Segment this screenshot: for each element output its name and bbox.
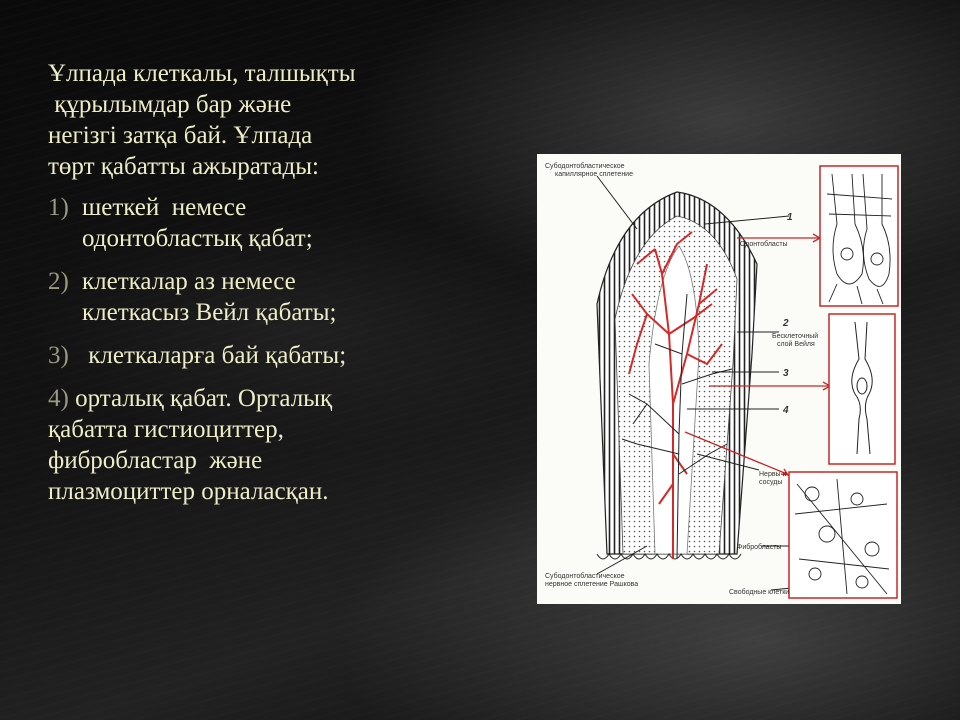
layer-number-1: 1 — [787, 212, 793, 223]
intro-line: Ұлпада клеткалы, талшықты — [48, 60, 356, 87]
blood-vessels — [628, 231, 723, 559]
intro-line: төрт қабатты ажыратады: — [48, 153, 319, 180]
item-line: орталық қабат. Орталық — [75, 385, 333, 412]
magnified-fibroblasts — [788, 471, 898, 599]
item-line: қабатта гистиоциттер, — [48, 416, 284, 443]
intro-paragraph: Ұлпада клеткалы, талшықты құрылымдар бар… — [48, 58, 468, 182]
pulp-diagram-svg: Субодонтобластическое капиллярное сплете… — [545, 162, 899, 599]
root-fringe — [596, 553, 742, 560]
item-number: 2) — [48, 268, 69, 295]
item-line: клеткалар аз немесе — [82, 268, 296, 295]
item-number: 1) — [48, 194, 69, 221]
slide-text: Ұлпада клеткалы, талшықты құрылымдар бар… — [48, 58, 468, 519]
label-raschkow-plexus-2: нервное сплетение Рашкова — [545, 581, 638, 588]
label-capillary-plexus-1: Субодонтобластическое — [545, 162, 625, 170]
item-line: шеткей немесе — [82, 194, 247, 221]
item-number: 3) — [48, 342, 69, 369]
item-line: плазмоциттер орналасқан. — [48, 478, 329, 505]
label-fibroblasts: Фибробласты — [737, 543, 781, 551]
intro-line: құрылымдар бар және — [48, 91, 292, 118]
item-number: 4) — [48, 385, 69, 412]
magnified-weil-cell — [828, 313, 896, 465]
item-line: фибробластар және — [48, 447, 263, 474]
weil-cell-drawing — [851, 321, 873, 455]
list-item-1: 1) шеткей немесе одонтобластық қабат; — [48, 192, 468, 254]
item-line: клеткасыз Вейл қабаты; — [82, 299, 337, 326]
label-weil-layer-2: слой Вейля — [777, 340, 815, 348]
pulp-diagram: Субодонтобластическое капиллярное сплете… — [537, 154, 901, 604]
layer-number-3: 3 — [783, 368, 789, 379]
label-free-cells: Свободные клетки — [729, 588, 789, 596]
magnification-arrows — [684, 233, 832, 476]
list-item-3: 3) клеткаларға бай қабаты; — [48, 340, 468, 371]
layer-number-2: 2 — [782, 318, 789, 329]
label-weil-layer-1: Бесклеточный — [772, 332, 818, 340]
list-item-4: 4) орталық қабат. Орталық қабатта гистио… — [48, 383, 468, 507]
layer-number-4: 4 — [782, 405, 789, 416]
weil-cell-nucleus — [856, 377, 868, 395]
label-capillary-plexus-2: капиллярное сплетение — [555, 171, 633, 178]
intro-line: негізгі затқа бай. Ұлпада — [48, 122, 313, 149]
label-odontoblasts: Одонтобласты — [740, 240, 788, 248]
item-line: одонтобластық қабат; — [82, 225, 313, 252]
item-line: клеткаларға бай қабаты; — [82, 342, 347, 369]
odontoblast-cells-drawing — [826, 173, 893, 305]
label-nerves-vessels-2: сосуды — [759, 479, 782, 486]
label-raschkow-plexus-1: Субодонтобластическое — [545, 572, 625, 580]
list-item-2: 2) клеткалар аз немесе клеткасыз Вейл қа… — [48, 266, 468, 328]
fibroblast-cells-drawing — [794, 478, 890, 595]
label-nerves-vessels-1: Нервы и — [759, 471, 787, 478]
